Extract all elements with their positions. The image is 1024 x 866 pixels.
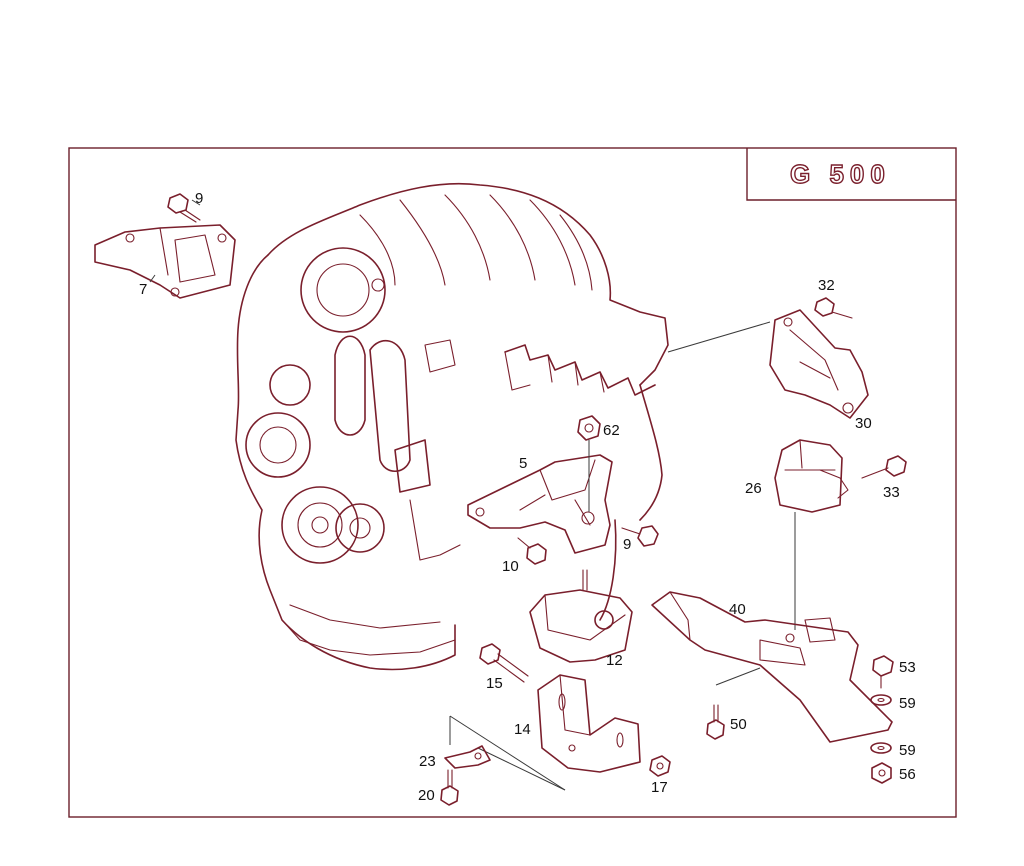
bolt-9-top bbox=[167, 193, 201, 223]
label-part-23: 23 bbox=[419, 753, 436, 770]
part-7-bracket bbox=[94, 224, 236, 299]
label-part-33: 33 bbox=[883, 484, 900, 501]
label-part-12: 12 bbox=[606, 652, 623, 669]
label-part-62: 62 bbox=[603, 422, 620, 439]
nut-56 bbox=[871, 762, 892, 784]
label-part-59-lower: 59 bbox=[899, 742, 916, 759]
label-part-26: 26 bbox=[745, 480, 762, 497]
diagram-frame bbox=[68, 147, 957, 818]
label-part-10: 10 bbox=[502, 558, 519, 575]
part-12-mount bbox=[529, 569, 633, 663]
part-40-crossmember bbox=[651, 591, 893, 743]
bolt-9-mid bbox=[621, 525, 659, 547]
label-part-14: 14 bbox=[514, 721, 531, 738]
nut-62 bbox=[577, 415, 601, 441]
label-part-40: 40 bbox=[729, 601, 746, 618]
bolt-15 bbox=[479, 643, 529, 683]
washer-59-lower bbox=[870, 742, 892, 754]
engine-block bbox=[235, 182, 669, 671]
model-badge-text: G 500 bbox=[790, 159, 891, 189]
part-30-bracket bbox=[769, 309, 869, 419]
label-part-50: 50 bbox=[730, 716, 747, 733]
label-part-9-top: 9 bbox=[195, 190, 203, 207]
part-5-bracket bbox=[467, 454, 613, 554]
washer-59-upper bbox=[870, 694, 892, 706]
label-part-20: 20 bbox=[418, 787, 435, 804]
bolt-10 bbox=[517, 537, 547, 565]
bolt-50 bbox=[706, 704, 725, 740]
part-23-clip bbox=[444, 745, 491, 769]
nut-17 bbox=[649, 755, 671, 777]
label-part-7: 7 bbox=[139, 281, 147, 298]
bolt-32 bbox=[814, 297, 853, 319]
label-part-5: 5 bbox=[519, 455, 527, 472]
label-part-9-mid: 9 bbox=[623, 536, 631, 553]
label-part-53: 53 bbox=[899, 659, 916, 676]
label-part-32: 32 bbox=[818, 277, 835, 294]
part-26-mount bbox=[774, 439, 849, 513]
part-14-bracket bbox=[537, 674, 641, 773]
label-part-15: 15 bbox=[486, 675, 503, 692]
label-part-56: 56 bbox=[899, 766, 916, 783]
label-part-17: 17 bbox=[651, 779, 668, 796]
label-part-30: 30 bbox=[855, 415, 872, 432]
bolt-33 bbox=[861, 455, 907, 479]
bolt-20 bbox=[440, 769, 459, 806]
model-badge: G 500 bbox=[746, 148, 956, 201]
label-part-59-upper: 59 bbox=[899, 695, 916, 712]
bolt-53 bbox=[872, 655, 894, 689]
